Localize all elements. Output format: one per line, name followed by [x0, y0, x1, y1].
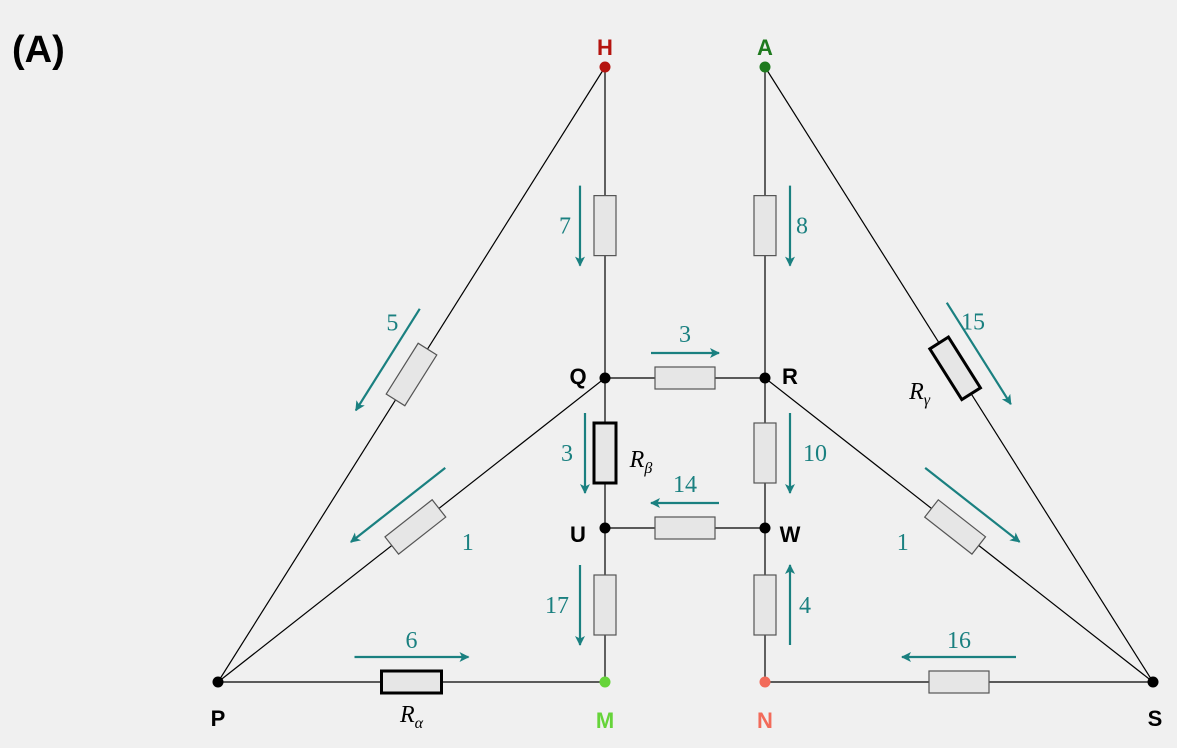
- node-r: [759, 372, 771, 384]
- node-label-r: R: [782, 364, 798, 389]
- current-value-a-r: 8: [796, 214, 808, 240]
- resistor-p-m: [380, 669, 443, 695]
- panel-label: (A): [12, 29, 65, 71]
- current-value-n-w: 4: [799, 593, 811, 619]
- node-n: [759, 676, 771, 688]
- resistor-n-w: [753, 574, 777, 636]
- node-label-n: N: [757, 708, 773, 733]
- node-s: [1147, 676, 1159, 688]
- current-value-q-u: 3: [561, 441, 573, 467]
- current-value-s-n: 16: [947, 628, 971, 654]
- node-a: [759, 61, 771, 73]
- current-arrow-h-p: [354, 308, 421, 412]
- resistor-label-p-m: Rα: [399, 702, 424, 732]
- node-p: [212, 676, 224, 688]
- node-label-m: M: [596, 708, 614, 733]
- current-arrow-r-s: [924, 467, 1021, 543]
- node-u: [599, 522, 611, 534]
- resistor-label-q-u: Rβ: [629, 447, 653, 477]
- resistor-w-u: [654, 516, 716, 540]
- node-label-u: U: [570, 522, 586, 547]
- node-w: [759, 522, 771, 534]
- node-label-s: S: [1148, 706, 1163, 731]
- node-layer: H A Q R U W P M N S: [211, 35, 1163, 733]
- resistor-q-r: [654, 366, 716, 390]
- node-h: [599, 61, 611, 73]
- current-value-h-p: 5: [386, 310, 398, 336]
- resistor-label-a-s: Rγ: [908, 379, 931, 409]
- current-value-h-q: 7: [559, 214, 571, 240]
- current-value-r-w: 10: [803, 441, 827, 467]
- current-value-a-s: 15: [961, 310, 985, 336]
- resistor-s-n: [928, 670, 990, 694]
- current-arrow-q-p: [350, 467, 446, 543]
- resistor-a-s: [927, 335, 983, 402]
- resistor-q-p: [384, 498, 447, 555]
- node-m: [599, 676, 611, 688]
- current-value-u-m: 17: [545, 593, 569, 619]
- current-value-w-u: 14: [673, 472, 697, 498]
- resistor-q-u: [592, 421, 618, 485]
- node-label-a: A: [757, 35, 773, 60]
- current-value-p-m: 6: [406, 628, 418, 654]
- current-value-q-r: 3: [679, 322, 691, 348]
- node-q: [599, 372, 611, 384]
- resistor-r-s: [923, 498, 987, 555]
- current-value-q-p: 1: [462, 530, 474, 556]
- node-label-w: W: [780, 522, 801, 547]
- resistor-u-m: [593, 574, 617, 636]
- node-label-q: Q: [569, 364, 586, 389]
- node-label-h: H: [597, 35, 613, 60]
- node-label-p: P: [211, 706, 226, 731]
- resistor-a-r: [753, 195, 777, 257]
- current-value-r-s: 1: [897, 530, 909, 556]
- current-arrow-a-s: [945, 302, 1012, 406]
- resistor-r-w: [753, 422, 777, 484]
- resistor-h-p: [385, 342, 438, 407]
- resistor-h-q: [593, 195, 617, 257]
